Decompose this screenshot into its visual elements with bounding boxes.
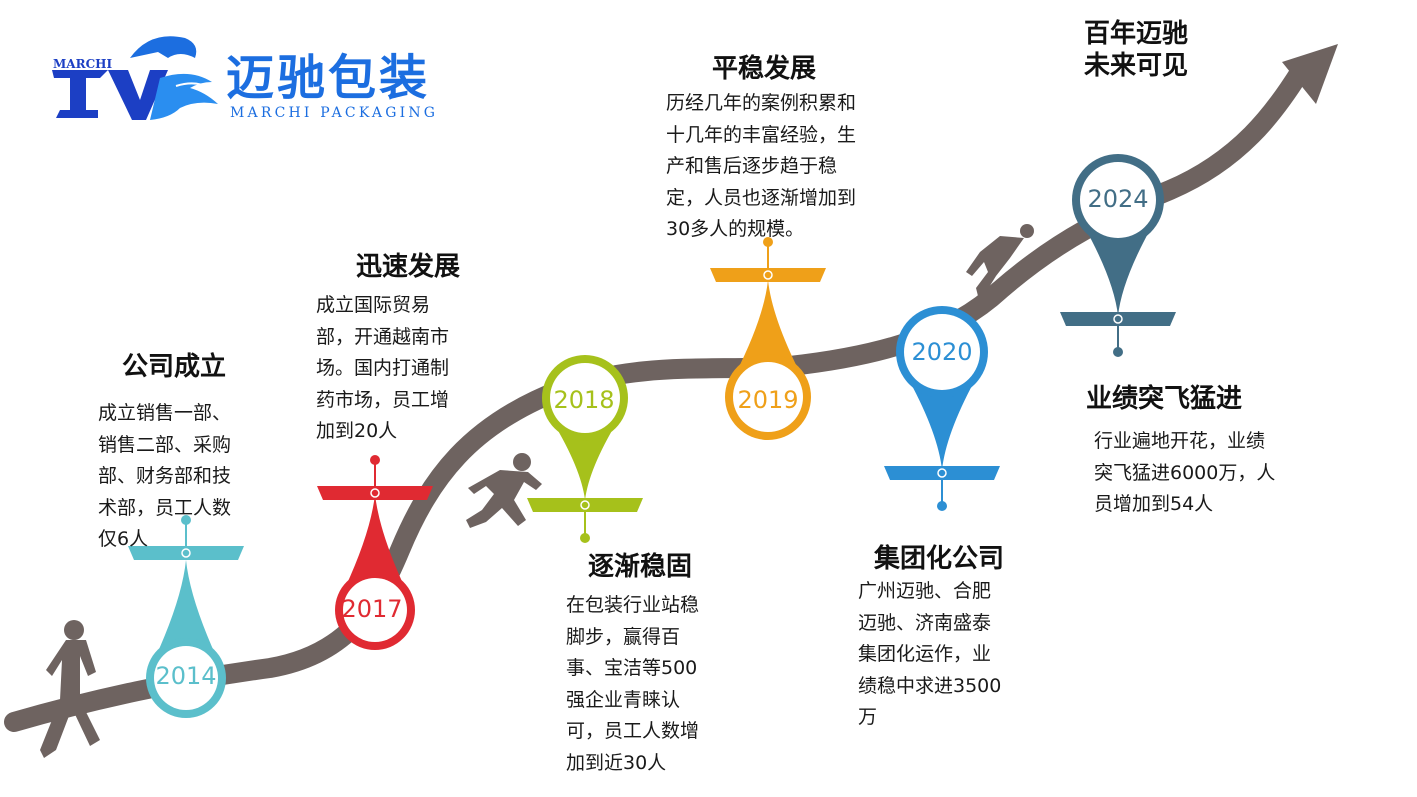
pin-ring [1113, 314, 1123, 324]
pin-dot [763, 237, 773, 247]
pin-inner [550, 363, 620, 433]
milestone-desc-2019: 历经几年的案例积累和 十几年的丰富经验，生 产和售后逐步趋于稳 定，人员也逐渐增… [666, 92, 857, 240]
pin-tail [735, 280, 801, 374]
pin-tail [907, 377, 977, 470]
milestone-title-2017: 迅速发展 [356, 252, 461, 282]
logo-mark [52, 36, 218, 120]
milestone-year-2024: 2024 [1087, 185, 1149, 213]
pin-inner [343, 578, 407, 642]
milestone-year-2014: 2014 [155, 662, 217, 690]
milestone-desc-2017: 成立国际贸易 部，开通越南市 场。国内打通制 药市场，员工增 加到20人 [316, 294, 450, 442]
pin-dot [580, 533, 590, 543]
pin-tail [552, 421, 618, 500]
milestone-year-2020: 2020 [911, 338, 973, 366]
milestone-desc-2020: 广州迈驰、合肥 迈驰、济南盛泰 集团化运作，业 绩稳中求进3500 万 [858, 580, 1002, 728]
milestone-title-2020: 集团化公司 [874, 544, 1005, 574]
milestone-pin-2024 [1060, 154, 1176, 357]
milestone-year-2017: 2017 [341, 595, 403, 623]
milestone-desc-2014: 成立销售一部、 销售二部、采购 部、财务部和技 术部，员工人数 仅6人 [98, 402, 232, 550]
logo-name-en: MARCHI PACKAGING [230, 105, 439, 121]
pin-inner [733, 362, 803, 432]
runner-man-icon [466, 453, 542, 528]
milestone-pin-2017 [317, 455, 433, 650]
milestone-title-2018: 逐渐稳固 [588, 552, 693, 582]
climber-icon [966, 224, 1034, 296]
milestone-pin-2020 [884, 306, 1000, 511]
milestone-pin-2019 [710, 237, 826, 440]
milestone-title-2019: 平稳发展 [712, 54, 817, 84]
pin-tail [345, 494, 405, 588]
milestone-year-2018: 2018 [553, 386, 615, 414]
pin-dot [937, 501, 947, 511]
pin-dot [181, 515, 191, 525]
milestone-desc-2018: 在包装行业站稳 脚步，赢得百 事、宝洁等500 强企业青睐认 可，员工人数增 加… [566, 594, 700, 774]
pin-inner [904, 314, 980, 390]
pin-ring [370, 488, 380, 498]
pin-dot [370, 455, 380, 465]
pin-inner [1080, 162, 1156, 238]
logo-name-cn: 迈驰包装 [226, 50, 431, 106]
milestone-year-2019: 2019 [737, 386, 799, 414]
future-slogan: 百年迈驰 未来可见 [1084, 19, 1189, 81]
pin-ring [580, 500, 590, 510]
milestone-title-2024: 业绩突飞猛进 [1086, 384, 1243, 414]
milestone-pin-2014 [128, 515, 244, 718]
milestone-desc-2024: 行业遍地开花，业绩 突飞猛进6000万，人 员增加到54人 [1094, 430, 1276, 515]
pin-ring [181, 548, 191, 558]
pin-ring [763, 270, 773, 280]
pin-dot [1113, 347, 1123, 357]
pin-inner [154, 646, 218, 710]
milestone-title-2014: 公司成立 [122, 352, 227, 382]
milestone-pin-2018 [527, 355, 643, 543]
pin-tail [156, 560, 216, 656]
pin-ring [937, 468, 947, 478]
logo-mark-text: MARCHI [53, 57, 113, 71]
pin-tail [1083, 225, 1153, 316]
runner-woman-icon [40, 620, 100, 758]
arrow-head [1282, 44, 1338, 104]
